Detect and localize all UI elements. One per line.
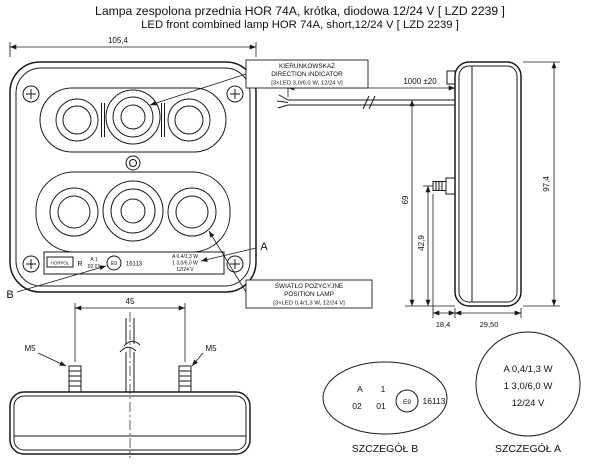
strip-rating-3: 12/24 V xyxy=(176,267,194,273)
callout-direction-indicator: KIERUNKOWSKAZ DIRECTION INDICATOR [3×LED… xyxy=(149,59,369,106)
detail-a-outline xyxy=(475,331,581,437)
screw-icon xyxy=(22,85,40,103)
e-mark-icon xyxy=(395,389,419,413)
indicator-panel xyxy=(39,87,227,153)
side-top-tab xyxy=(446,70,456,85)
stud-right-label: M5 xyxy=(205,344,217,353)
screw-icon xyxy=(226,85,244,103)
height-dimension xyxy=(523,61,560,307)
stud-spacing-dim-label: 45 xyxy=(126,297,135,306)
detail-b-outline xyxy=(322,361,448,435)
housing-inner-outline xyxy=(15,67,251,287)
pointer-a-label: A xyxy=(260,241,268,253)
detail-b-row2-right: 01 xyxy=(376,401,386,411)
pointer-b-label: B xyxy=(6,289,13,301)
detail-b-row2-left: 02 xyxy=(352,401,362,411)
page-title-en: LED front combined lamp HOR 74A, short,1… xyxy=(141,19,459,31)
callout-position-lamp: ŚWIATŁO POZYCYJNE POSITION LAMP [3×LED 0… xyxy=(208,230,373,309)
indicator-lamps xyxy=(55,89,211,145)
dim-42-9 xyxy=(423,185,433,306)
detail-a: A 0,4/1,3 W 1 3,0/6,0 W 12/24 V SZCZEGÓŁ… xyxy=(475,331,581,455)
stud-spacing-dimension xyxy=(74,303,186,362)
detail-a-caption: SZCZEGÓŁ A xyxy=(495,442,561,455)
screw-icon xyxy=(226,255,244,273)
height-dim-label: 97,4 xyxy=(542,176,551,192)
strip-mark-row2: 02 01 xyxy=(88,264,101,270)
callout-direction-line2: DIRECTION INDICATOR xyxy=(271,71,343,78)
front-width-dimension xyxy=(9,42,257,57)
detail-a-line1: A 0,4/1,3 W xyxy=(503,364,552,375)
bottom-body-inner xyxy=(13,395,247,451)
detail-b-number: 16113 xyxy=(422,396,445,406)
side-body-inner xyxy=(458,65,518,303)
cable xyxy=(276,94,455,110)
bottom-view: 45 M5 M5 xyxy=(9,297,251,458)
brand-logo-box xyxy=(46,256,74,268)
marking-strip: HORPOL R A 1 02 01 E9 16113 A 0,4/1,3 W … xyxy=(43,251,225,275)
callout-position-line3: [3×LED 0,4/1,3 W, 12/24 V] xyxy=(273,301,345,307)
mounting-stud-left xyxy=(68,365,82,393)
callout-position-line1: ŚWIATŁO POZYCYJNE xyxy=(275,281,343,290)
callout-position-line2: POSITION LAMP xyxy=(284,291,334,298)
bottom-cable xyxy=(119,318,141,392)
bottom-depth-dimensions xyxy=(432,194,522,318)
position-lamps xyxy=(49,180,217,242)
e-mark-icon xyxy=(106,255,122,271)
strip-e-number: 16113 xyxy=(126,262,143,268)
strip-rating-1: A 0,4/1,3 W xyxy=(172,254,198,260)
callout-position-box xyxy=(245,279,373,309)
strip-mark-row1: A 1 xyxy=(90,257,97,263)
detail-a-line3: 12/24 V xyxy=(512,398,545,409)
strip-rating-2: 1 3,0/6,0 W xyxy=(172,261,198,267)
center-pilot-lamp xyxy=(125,155,141,171)
detail-b: A 1 02 01 E9 16113 SZCZEGÓŁ B xyxy=(322,361,448,455)
dim-69-label: 69 xyxy=(401,195,410,204)
dim-18-4-label: 18,4 xyxy=(436,320,451,329)
page-title-pl: Lampa zespolona przednia HOR 74A, krótka… xyxy=(95,4,505,18)
strip-r-mark: R xyxy=(77,261,82,268)
detail-a-line2: 1 3,0/6,0 W xyxy=(504,381,553,392)
strip-e-mark: E9 xyxy=(111,261,117,267)
detail-b-e-mark: E9 xyxy=(403,399,411,406)
callout-direction-line1: KIERUNKOWSKAZ xyxy=(279,63,335,70)
brand-logo-text: HORPOL xyxy=(51,261,70,266)
cable-length-dim-label: 1000 ±20 xyxy=(403,77,437,86)
pointer-b: B xyxy=(6,265,107,301)
mounting-stud-side xyxy=(432,177,456,195)
detail-b-caption: SZCZEGÓŁ B xyxy=(352,442,419,455)
dim-29-50-label: 29,50 xyxy=(480,320,499,329)
pointer-a: A xyxy=(200,241,268,262)
dim-42-9-label: 42,9 xyxy=(417,235,426,251)
stud-left-label: M5 xyxy=(24,344,36,353)
detail-b-row1-right: 1 xyxy=(381,384,386,394)
position-panel xyxy=(35,171,231,253)
mounting-stud-right xyxy=(178,365,192,393)
callout-direction-box xyxy=(245,59,369,89)
side-body-outline xyxy=(454,61,522,307)
callout-direction-line3: [3×LED 3,0/6,0 W, 12/24 V] xyxy=(271,81,343,87)
detail-b-row1-left: A xyxy=(357,384,363,394)
screw-icon xyxy=(22,255,40,273)
front-view: 105,4 xyxy=(9,36,257,293)
front-width-dim-label: 105,4 xyxy=(108,36,129,45)
housing-outline xyxy=(9,61,257,293)
